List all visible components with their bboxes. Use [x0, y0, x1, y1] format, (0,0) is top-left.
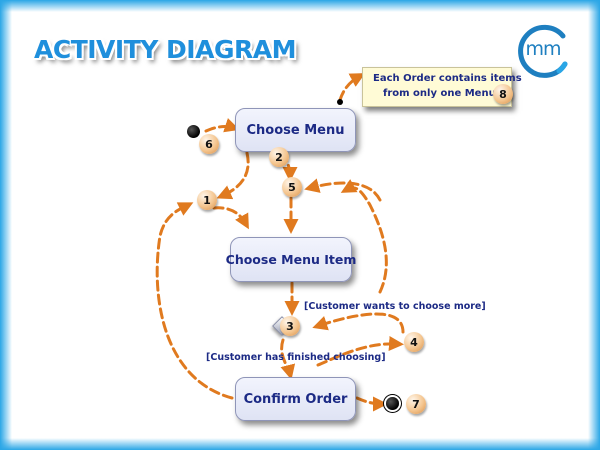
arrow-confirm-order-loop-back [155, 202, 234, 400]
arrow-start-to-choose-menu [204, 118, 240, 133]
badge-1: 1 [197, 190, 217, 210]
arrow-decision-to-guard-loop [316, 335, 404, 367]
badge-7: 7 [406, 394, 426, 414]
arrow-junction-to-choose-menu-item [212, 206, 249, 230]
note-line-2: from only one Menu [383, 88, 496, 99]
badge-4: 4 [404, 332, 424, 352]
arrow-loop-to-decision [312, 312, 405, 334]
arrow-loop-into-5 [304, 178, 382, 202]
arrow-note-connector [338, 73, 366, 102]
badge-8: 8 [493, 84, 513, 104]
activity-choose-menu-item: Choose Menu Item [226, 237, 356, 282]
badge-6: 6 [199, 134, 219, 154]
guard-finished: [Customer has finished choosing] [206, 352, 386, 363]
arrow-confirm-order-to-end [355, 396, 388, 412]
final-node [386, 397, 399, 410]
logo-ring-icon [518, 24, 568, 78]
arrow-decision-to-confirm-order [280, 338, 296, 380]
note-anchor-dot [337, 99, 343, 105]
badge-2: 2 [269, 147, 289, 167]
page-title: ACTIVITY DIAGRAM [34, 35, 296, 64]
badge-5: 5 [282, 177, 302, 197]
initial-node [187, 125, 200, 138]
activity-choose-menu: Choose Menu [235, 108, 356, 152]
logo-text: mm [525, 38, 561, 60]
mm-logo: mm [515, 24, 571, 80]
guard-wants-more: [Customer wants to choose more] [304, 301, 486, 312]
activity-confirm-order: Confirm Order [235, 377, 356, 421]
arrow-loop-up-right [340, 179, 388, 294]
badge-3: 3 [280, 316, 300, 336]
note-line-1: Each Order contains items [373, 73, 522, 84]
arrow-choose-menu-to-item-left [216, 151, 250, 200]
note-box: Each Order contains items from only one … [362, 67, 522, 107]
